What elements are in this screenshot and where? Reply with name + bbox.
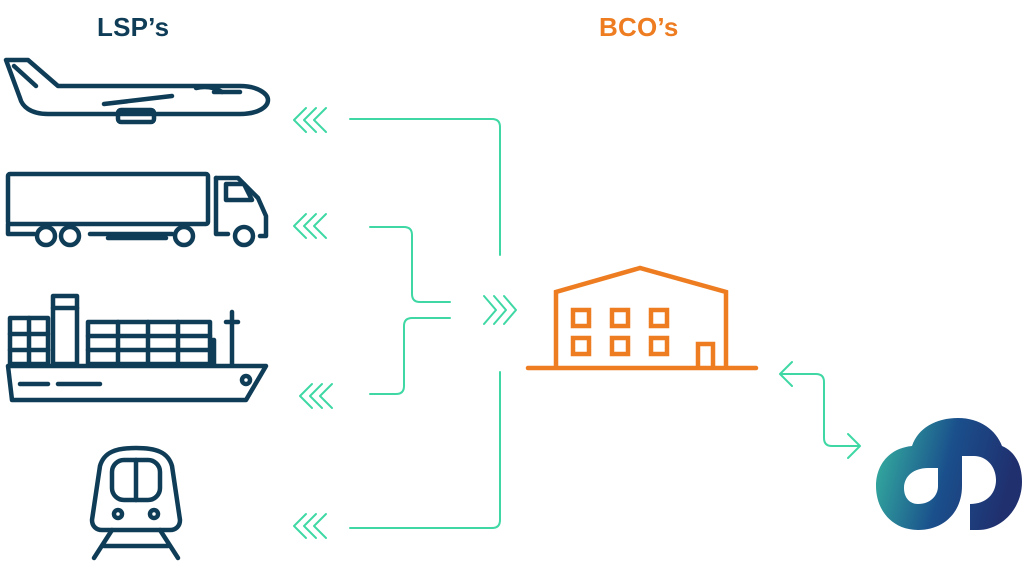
arrow-right-head-cloud	[847, 433, 861, 459]
connector-cloud	[781, 373, 859, 447]
truck-icon	[5, 171, 269, 248]
lsp-heading: LSP’s	[97, 12, 170, 42]
connector-ship	[369, 317, 451, 395]
warehouse-icon	[525, 265, 759, 371]
cargo-ship-icon	[5, 293, 269, 403]
chevron-left-arrow-ship	[299, 383, 333, 409]
arrow-left-head-cloud	[779, 361, 793, 387]
chevron-left-arrow-plane	[293, 107, 327, 133]
bco-heading: BCO’s	[599, 12, 679, 42]
airplane-icon	[3, 57, 271, 125]
chevron-right-arrow-warehouse	[483, 295, 517, 325]
chevron-left-arrow-train	[293, 513, 327, 539]
connector-train	[349, 371, 501, 529]
chevron-left-arrow-truck	[293, 213, 327, 239]
train-icon	[89, 445, 183, 561]
cloud-logo-icon	[876, 418, 1022, 530]
connector-lines	[349, 118, 859, 529]
connector-truck	[369, 226, 451, 303]
connector-airplane	[349, 118, 501, 256]
